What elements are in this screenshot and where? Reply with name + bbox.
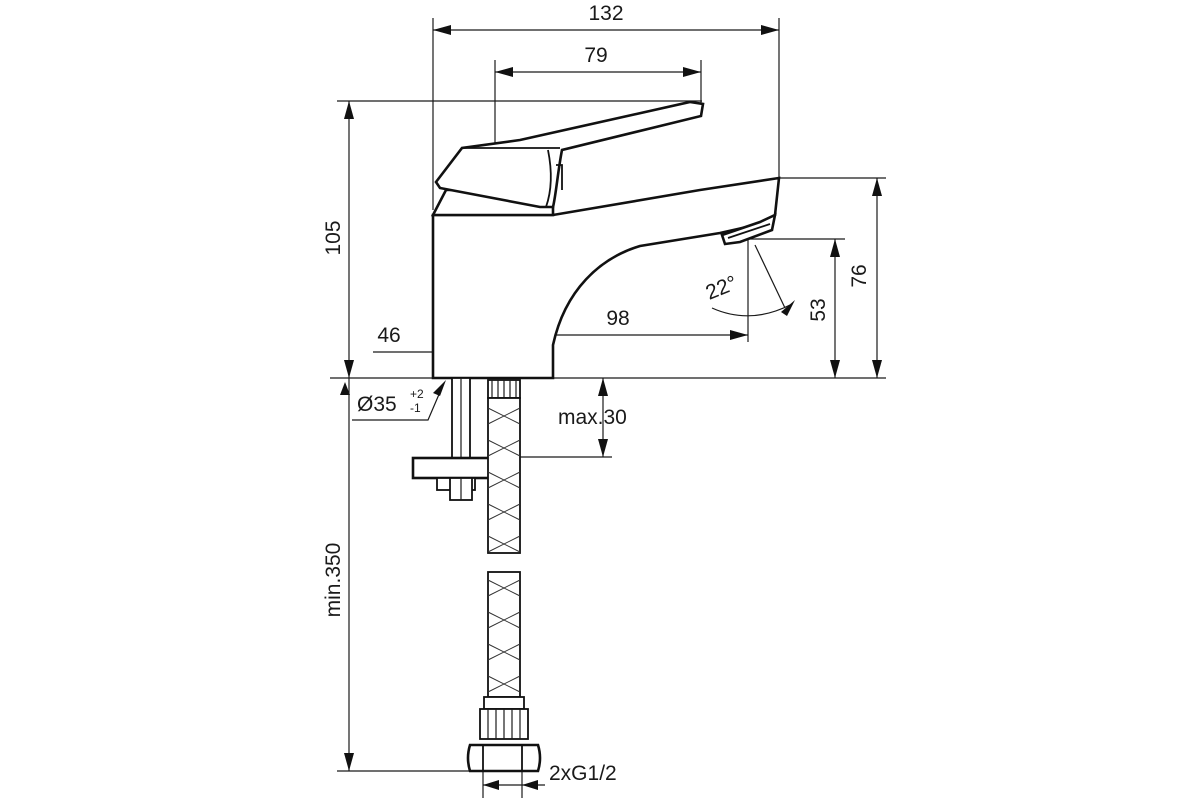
dimension-lines <box>330 18 886 798</box>
dim-hose-length: min.350 <box>322 543 345 618</box>
dim-body-depth: 46 <box>377 324 400 347</box>
dim-overall-width: 132 <box>588 2 623 25</box>
dim-spray-angle: 22° <box>703 271 741 304</box>
dim-handle-length: 79 <box>584 44 607 67</box>
dim-hole-tol-plus: +2 <box>410 387 424 401</box>
dim-projection: 98 <box>606 307 629 330</box>
dim-connection-thread: 2xG1/2 <box>549 762 617 785</box>
lever-handle <box>434 100 705 209</box>
dim-outlet-height: 76 <box>848 264 871 287</box>
dim-max-thickness: max.30 <box>558 406 627 429</box>
dim-hole-tol-minus: -1 <box>410 401 421 415</box>
dim-aerator-height: 53 <box>807 298 830 321</box>
dim-hole-diameter-group: Ø35 +2 -1 <box>357 387 424 416</box>
mounting-stud <box>411 377 515 501</box>
dim-hole-diameter: Ø35 <box>357 393 397 416</box>
supply-hose <box>466 379 542 773</box>
dim-total-height: 105 <box>322 220 345 255</box>
aerator <box>720 212 777 246</box>
